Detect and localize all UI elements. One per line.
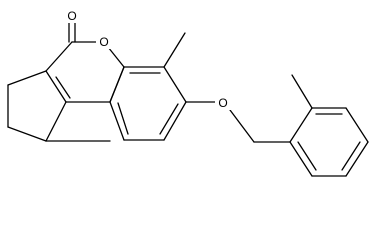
pyranone-ring [45,19,125,142]
bond [159,103,179,135]
methyl-bond [291,74,313,109]
molecule-drawing: O O O [7,7,369,177]
bond [55,76,71,99]
atom-label: O [218,96,227,110]
bond [163,66,187,103]
bond [117,102,129,135]
bond [345,141,369,177]
bond [341,141,361,171]
bond [45,70,67,103]
methyl-bond [163,32,186,68]
bond [45,101,67,142]
bond [345,107,369,143]
atom-carbonyl-oxygen: O [64,7,80,23]
benzo-ring [45,66,187,142]
atom-ring-oxygen: O [96,33,112,49]
cyclopentane-ring [7,70,47,142]
tolyl-ring [289,107,369,177]
bond [297,141,317,171]
bond [7,70,47,86]
structure-diagram: O O O [7,7,369,177]
bond [289,141,313,177]
atom-ether-oxygen: O [215,94,231,110]
bond [109,66,125,103]
atom-label: O [99,35,108,49]
bond [289,107,313,143]
bond [163,101,187,141]
atom-label: O [67,9,76,23]
bond [7,126,47,142]
bond [229,109,255,143]
bond [109,101,125,141]
bond [45,41,73,72]
